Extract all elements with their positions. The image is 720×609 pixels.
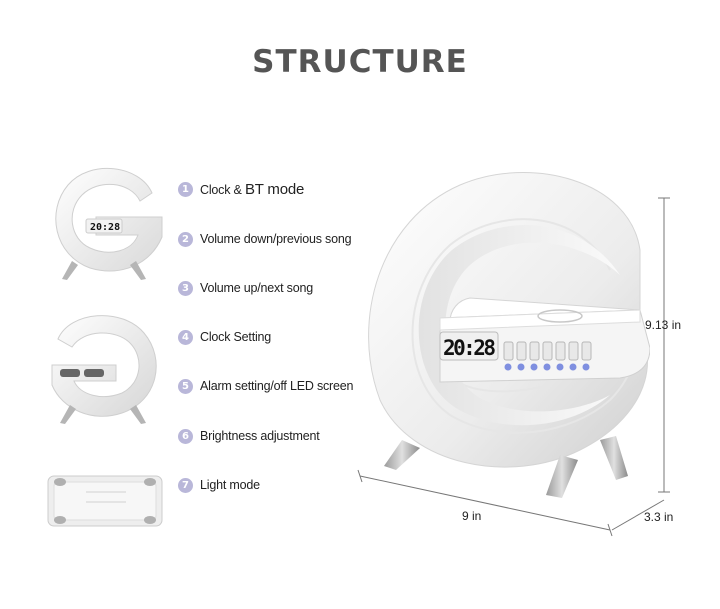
width-dimension: 9 in — [462, 509, 482, 523]
list-item: 1 Clock & BT mode — [178, 178, 304, 200]
feature-label: Light mode — [200, 478, 260, 492]
feature-label: Clock Setting — [200, 330, 272, 344]
number-badge: 1 — [178, 181, 193, 197]
main-product-image: 20:28 — [368, 172, 650, 498]
control-buttons — [503, 341, 592, 361]
list-item: 5 Alarm setting/off LED screen — [178, 375, 353, 397]
thumbnail-front-view: 20:28 — [55, 167, 163, 280]
list-item: 6 Brightness adjustment — [178, 425, 320, 447]
height-dimension: 9.13 in — [645, 318, 682, 332]
number-badge: 4 — [178, 329, 193, 345]
feature-label: Volume down/previous song — [200, 232, 352, 246]
list-item: 4 Clock Setting — [178, 326, 271, 348]
depth-dimension: 3.3 in — [644, 510, 674, 524]
list-item: 2 Volume down/previous song — [178, 228, 352, 250]
main-clock-display: 20:28 — [443, 336, 496, 360]
feature-label: Alarm setting/off LED screen — [200, 379, 354, 393]
number-badge: 7 — [178, 477, 193, 493]
thumbnail-bottom-view — [47, 475, 163, 527]
number-badge: 3 — [178, 280, 193, 296]
feature-label: Brightness adjustment — [200, 429, 320, 443]
page-title: STRUCTURE — [252, 44, 468, 80]
thumbnail-back-view — [51, 315, 157, 424]
list-item: 3 Volume up/next song — [178, 277, 313, 299]
number-badge: 5 — [178, 378, 193, 394]
feature-label: Volume up/next song — [200, 281, 313, 295]
number-badge: 2 — [178, 231, 193, 247]
button-indicators — [504, 363, 590, 371]
number-badge: 6 — [178, 428, 193, 444]
thumbnail-clock-display: 20:28 — [90, 222, 120, 233]
feature-label: Clock & BT mode — [200, 180, 305, 198]
list-item: 7 Light mode — [178, 474, 260, 496]
